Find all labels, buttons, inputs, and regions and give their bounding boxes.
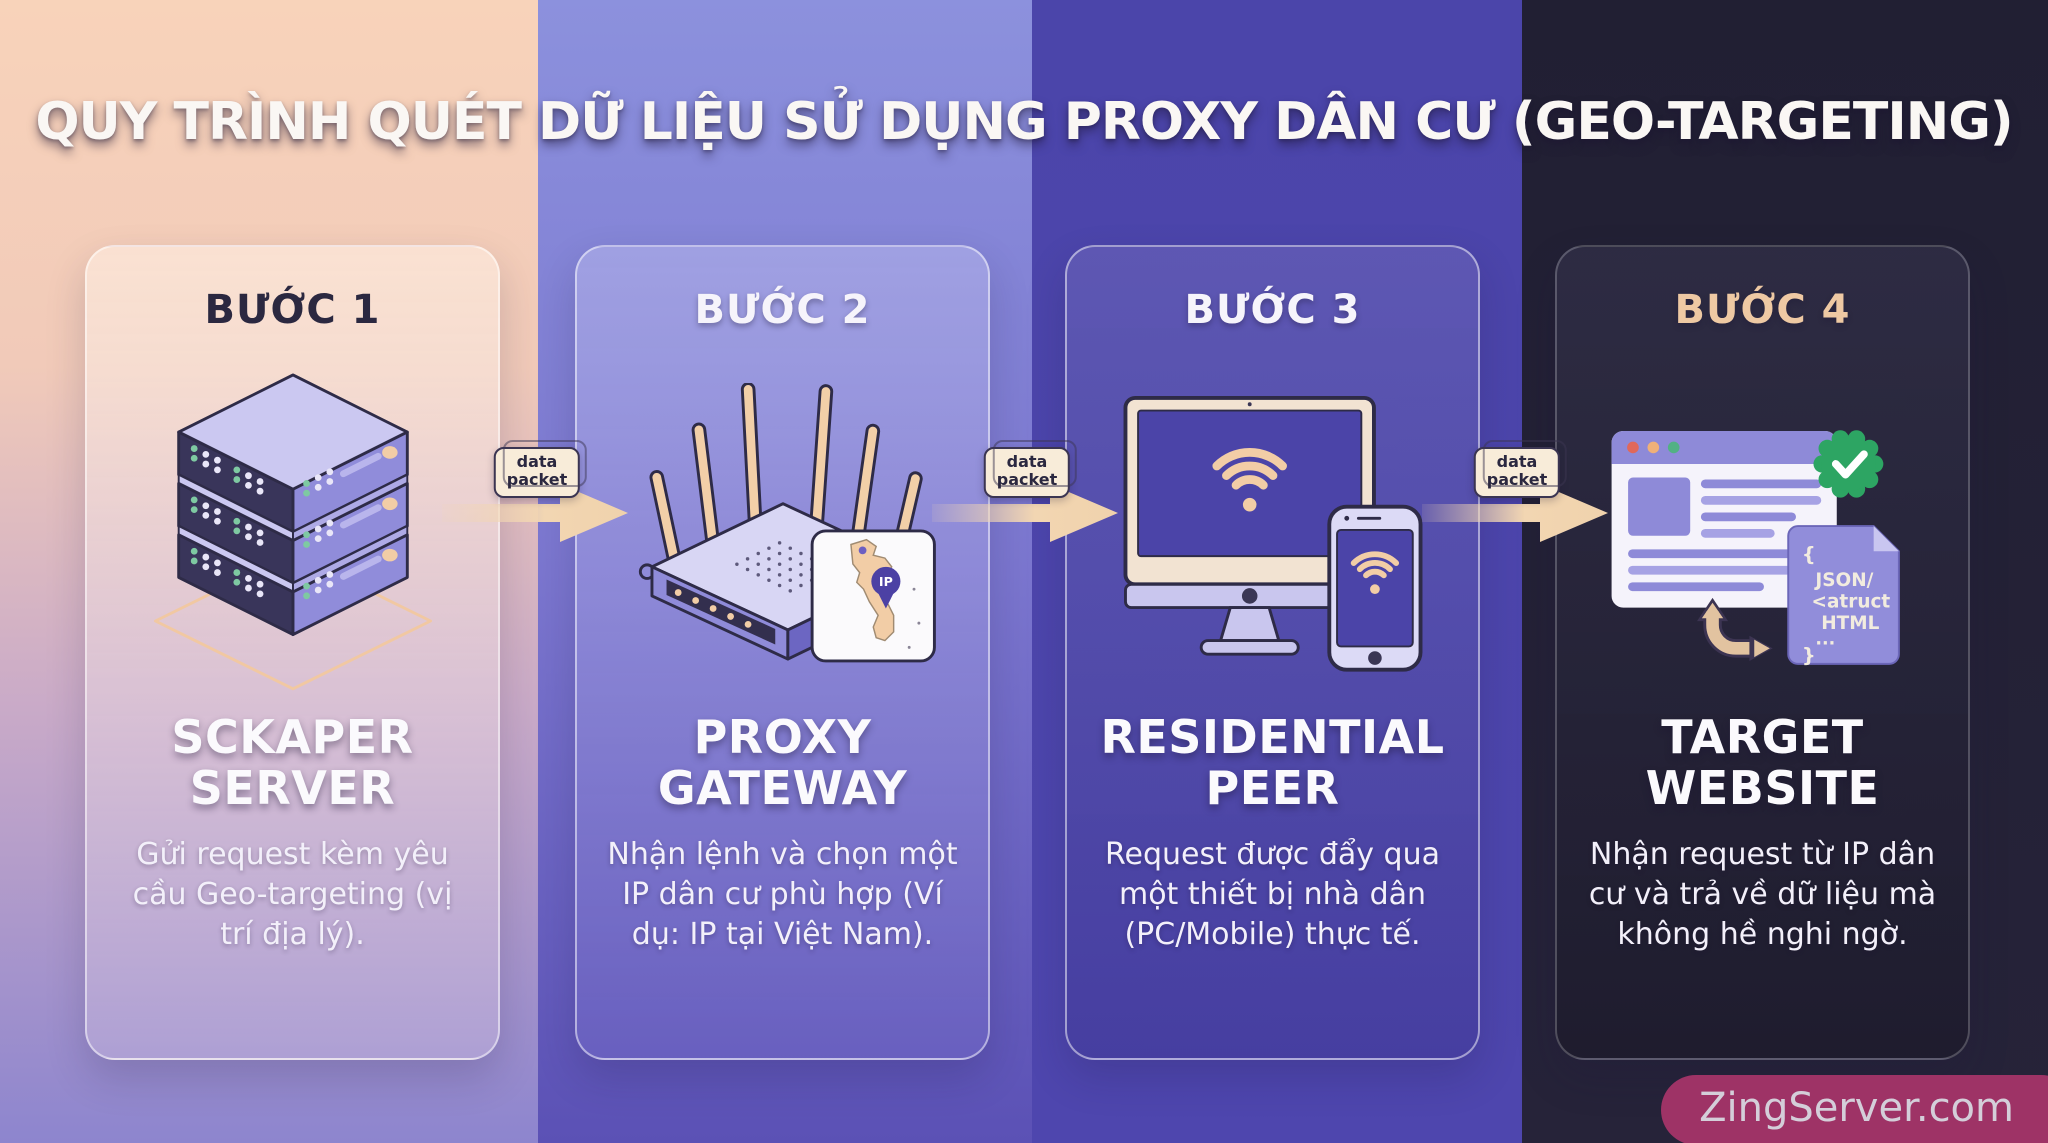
transfer-arrow-icon xyxy=(1696,597,1773,661)
packet-label-line: data xyxy=(516,452,558,471)
pc-mobile-icon xyxy=(1093,345,1452,710)
server-base-outline xyxy=(153,551,432,690)
flow-arrow-3 xyxy=(1422,480,1612,550)
doc-line: JSON/ xyxy=(1813,570,1873,591)
watermark-zingserver: ZingServer.com xyxy=(1661,1075,2048,1143)
packet-label-line: packet xyxy=(506,470,568,490)
data-packet-badge-3: data packet xyxy=(1473,440,1568,498)
heading-line: SCKAPER xyxy=(171,710,414,764)
heading-line: TARGET xyxy=(1661,710,1864,764)
step-4-label: BƯỚC 4 xyxy=(1674,287,1851,333)
step-1-heading: SCKAPER SERVER xyxy=(171,712,413,813)
traffic-dot-green xyxy=(1667,441,1680,453)
flow-arrow-icon xyxy=(442,484,628,542)
vietnam-map-shape xyxy=(849,538,894,641)
ip-pin: IP xyxy=(870,566,900,609)
code-document-icon: { JSON/ <atruct HTML ... } xyxy=(1786,524,1900,666)
heading-line: RESIDENTIAL xyxy=(1100,710,1445,764)
browser-doc-icon: { JSON/ <atruct HTML ... } xyxy=(1611,429,1900,666)
doc-line: <atruct xyxy=(1811,591,1890,612)
step-card-3: BƯỚC 3 xyxy=(1065,245,1480,1060)
step-2-description: Nhận lệnh và chọn một IP dân cư phù hợp … xyxy=(607,837,958,952)
heading-line: SERVER xyxy=(189,760,396,815)
checkmark xyxy=(1831,449,1868,478)
packet-label-line: packet xyxy=(1486,470,1548,490)
heading-line: PROXY xyxy=(693,710,872,764)
doc-line: HTML xyxy=(1821,612,1879,633)
doc-line: { xyxy=(1801,543,1815,566)
data-packet-badge-2: data packet xyxy=(983,440,1078,498)
step-3-description: Request được đẩy qua một thiết bị nhà dâ… xyxy=(1105,837,1440,952)
router-antennas xyxy=(648,382,923,565)
heading-line: WEBSITE xyxy=(1645,760,1880,815)
pc-mobile-icon xyxy=(1123,395,1422,672)
router-icon: IP xyxy=(603,345,962,710)
step-2-heading: PROXY GATEWAY xyxy=(658,712,907,813)
packet-label-line: data xyxy=(1496,452,1538,471)
wifi-icon xyxy=(1211,447,1287,490)
step-card-4: BƯỚC 4 xyxy=(1555,245,1970,1060)
server-stack-icon xyxy=(153,372,432,690)
vietnam-map-inset: IP xyxy=(810,528,936,662)
heading-line: GATEWAY xyxy=(657,760,908,815)
desktop-monitor-icon xyxy=(1123,395,1376,656)
flow-arrow-1 xyxy=(442,480,632,550)
step-card-1: BƯỚC 1 xyxy=(85,245,500,1060)
step-4-heading: TARGET WEBSITE xyxy=(1646,712,1880,813)
page-title: QUY TRÌNH QUÉT DỮ LIỆU SỬ DỤNG PROXY DÂN… xyxy=(35,92,2013,152)
verified-badge-icon xyxy=(1812,429,1883,498)
router-port-strip xyxy=(666,578,775,644)
router-icon: IP xyxy=(638,382,936,662)
packet-label-line: data xyxy=(1006,452,1048,471)
browser-doc-icon: { JSON/ <atruct HTML ... } xyxy=(1583,345,1942,710)
flow-arrow-icon xyxy=(932,484,1118,542)
data-packet-badge-1: data packet xyxy=(493,440,588,498)
step-1-description: Gửi request kèm yêu cầu Geo-targeting (v… xyxy=(132,837,453,952)
doc-line: } xyxy=(1801,643,1815,666)
flow-arrow-2 xyxy=(932,480,1122,550)
map-city-dot xyxy=(858,545,866,554)
step-3-heading: RESIDENTIAL PEER xyxy=(1100,712,1444,813)
traffic-dot-red xyxy=(1626,441,1639,453)
flow-arrow-icon xyxy=(1422,484,1608,542)
doc-line: ... xyxy=(1815,629,1835,649)
traffic-dot-yellow xyxy=(1647,441,1659,453)
heading-line: PEER xyxy=(1205,760,1340,815)
step-1-label: BƯỚC 1 xyxy=(204,287,381,333)
browser-window-icon xyxy=(1611,430,1837,608)
step-card-2: BƯỚC 2 xyxy=(575,245,990,1060)
step-2-label: BƯỚC 2 xyxy=(694,287,871,333)
ip-pin-label: IP xyxy=(878,574,892,589)
wifi-icon xyxy=(1350,550,1399,578)
smartphone-icon xyxy=(1326,504,1422,672)
step-3-label: BƯỚC 3 xyxy=(1184,287,1361,333)
packet-label-line: packet xyxy=(996,470,1058,490)
router-led-dots xyxy=(674,588,751,628)
step-4-description: Nhận request từ IP dân cư và trả về dữ l… xyxy=(1588,837,1937,952)
server-stack-icon xyxy=(113,345,472,710)
